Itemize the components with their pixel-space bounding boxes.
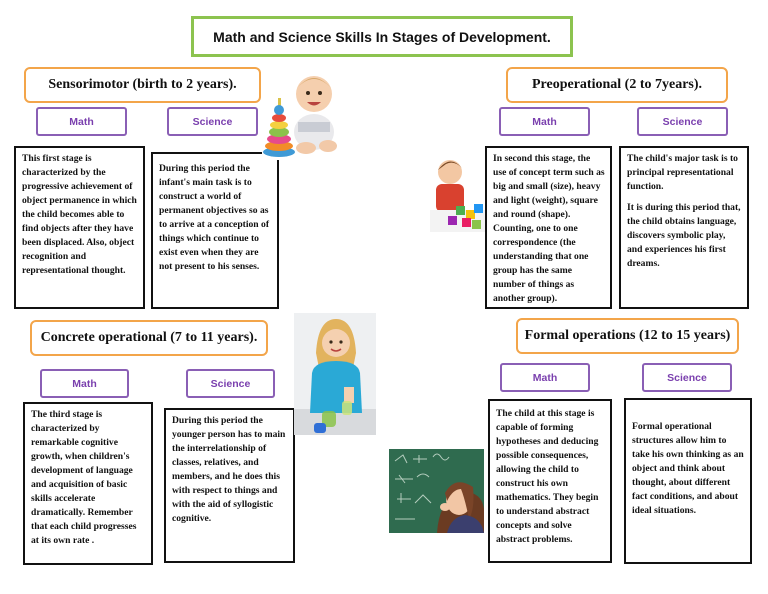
math-text-formal: The child at this stage is capable of fo… — [488, 399, 612, 563]
science-label-preoperational: Science — [637, 107, 728, 136]
science-text-formal: Formal operational structures allow him … — [624, 398, 752, 564]
science-text-sensorimotor: During this period the infant's main tas… — [151, 152, 279, 309]
stage-heading-concrete: Concrete operational (7 to 11 years). — [30, 320, 268, 356]
science-text-preoperational: The child's major task is to principal r… — [619, 146, 749, 309]
science-label-formal: Science — [642, 363, 732, 392]
science-label-sensorimotor: Science — [167, 107, 258, 136]
baby-photo — [262, 66, 342, 160]
math-label-preoperational: Math — [499, 107, 590, 136]
math-text-preoperational: In second this stage, the use of concept… — [485, 146, 612, 309]
chalkboard-photo — [389, 449, 484, 533]
math-text-sensorimotor: This first stage is characterized by the… — [14, 146, 145, 309]
math-text-concrete: The third stage is characterized by rema… — [23, 402, 153, 565]
math-label-formal: Math — [500, 363, 590, 392]
page-title: Math and Science Skills In Stages of Dev… — [191, 16, 573, 57]
math-label-concrete: Math — [40, 369, 129, 398]
girl-experiment-photo — [294, 313, 376, 435]
science-label-concrete: Science — [186, 369, 275, 398]
math-label-sensorimotor: Math — [36, 107, 127, 136]
stage-heading-formal: Formal operations (12 to 15 years) — [516, 318, 739, 354]
stage-heading-sensorimotor: Sensorimotor (birth to 2 years). — [24, 67, 261, 103]
stage-heading-preoperational: Preoperational (2 to 7years). — [506, 67, 728, 103]
science-text-concrete: During this period the younger person ha… — [164, 408, 295, 563]
boy-blocks-photo — [428, 152, 485, 234]
